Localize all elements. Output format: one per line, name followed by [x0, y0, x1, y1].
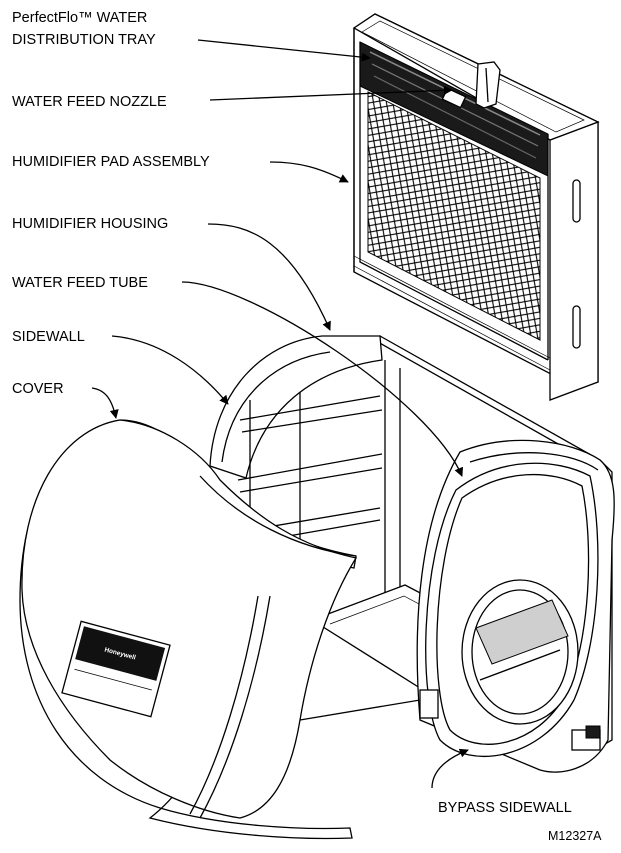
figure-code: M12327A	[548, 829, 602, 843]
humidifier-housing	[209, 335, 615, 773]
label-sidewall: SIDEWALL	[12, 329, 85, 345]
label-bypass-sidewall: BYPASS SIDEWALL	[438, 800, 572, 816]
bypass-sidewall	[416, 439, 615, 773]
label-pad-assembly: HUMIDIFIER PAD ASSEMBLY	[12, 154, 210, 170]
label-distribution-tray-line2: DISTRIBUTION TRAY	[12, 32, 156, 48]
cover: Honeywell	[19, 419, 358, 840]
label-housing: HUMIDIFIER HOUSING	[12, 216, 168, 232]
diagram-labels: PerfectFlo™ WATER DISTRIBUTION TRAY WATE…	[12, 10, 602, 843]
leader-lines	[91, 39, 469, 789]
humidifier-pad-assembly	[352, 13, 600, 401]
label-distribution-tray-line1: PerfectFlo™ WATER	[12, 10, 147, 26]
label-water-feed-tube: WATER FEED TUBE	[12, 275, 148, 291]
label-cover: COVER	[12, 381, 64, 397]
label-water-feed-nozzle: WATER FEED NOZZLE	[12, 94, 167, 110]
